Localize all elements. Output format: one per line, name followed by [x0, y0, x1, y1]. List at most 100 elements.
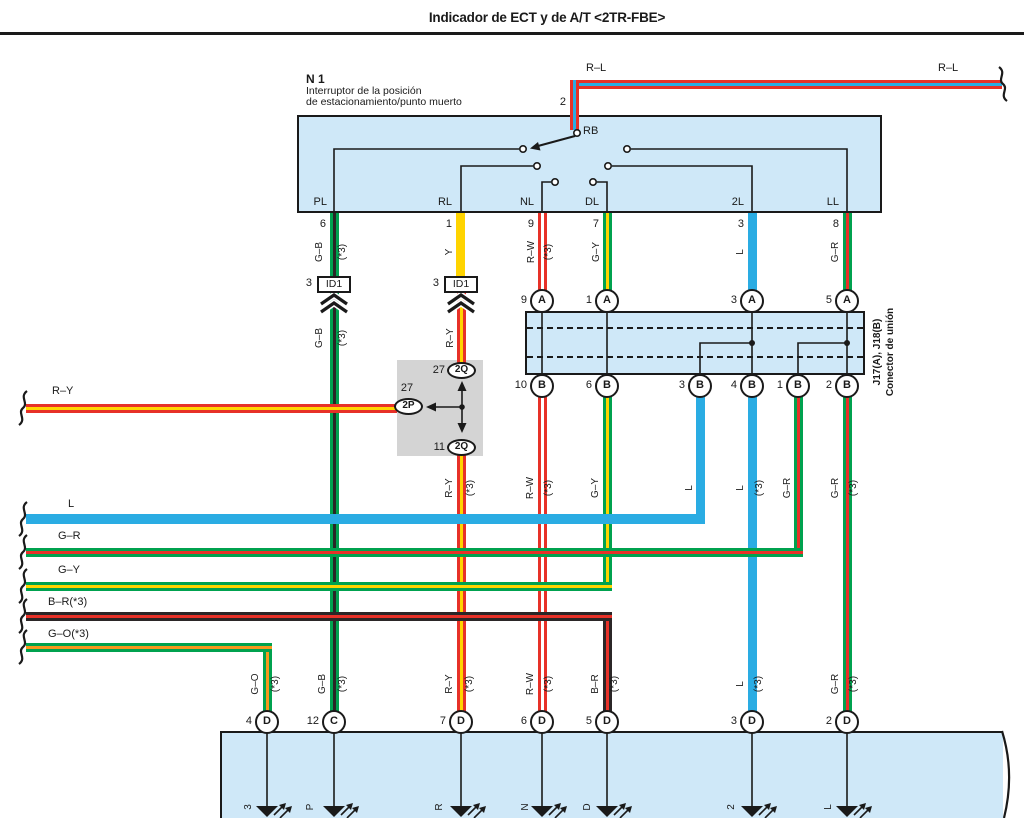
wire-rl-vertical — [570, 80, 579, 130]
n1-code: N 1 — [306, 72, 325, 86]
wire-label: G–B — [314, 328, 325, 349]
terminal-a-3: A — [740, 289, 764, 313]
junction-dashed-line-top — [527, 327, 863, 329]
n1-terminal-nl: NL — [519, 196, 534, 208]
n1-pin-1: 1 — [445, 218, 452, 230]
terminal-d-7: D — [449, 710, 473, 734]
junction-title: J17(A), J18(B) — [872, 318, 883, 386]
wire-label-gr-left: G–R — [58, 530, 81, 542]
led-label-r: R — [434, 803, 445, 811]
page-title: Indicador de ECT y de A/T <2TR-FBE> — [428, 10, 666, 25]
led-label-n: N — [520, 803, 531, 811]
wire-label: B–R — [590, 674, 601, 694]
pin-d-3: 3 — [730, 715, 737, 727]
pin-b-4: 4 — [730, 379, 737, 391]
id1-right-pin: 3 — [432, 277, 439, 289]
pin-2p: 27 — [400, 382, 414, 394]
n1-terminal-ll: LL — [826, 196, 839, 208]
wire-label-rl-right: R–L — [938, 62, 959, 74]
pin-d-2: 2 — [825, 715, 832, 727]
wire-gy-lower — [603, 397, 612, 591]
pin-2q-bottom: 11 — [433, 441, 445, 453]
id1-shield-chevrons — [319, 291, 476, 315]
wire-l-horizontal — [26, 514, 705, 524]
wire-label-ry-left: R–Y — [52, 385, 74, 397]
wire-label: G–O — [250, 673, 261, 695]
n1-desc-line1: Interruptor de la posición — [306, 85, 422, 97]
wire-label: L — [684, 485, 695, 491]
pin-a-9: 9 — [520, 294, 527, 306]
wire-label: L — [735, 681, 746, 687]
wire-ry-mid — [457, 292, 466, 363]
pin-a-3: 3 — [730, 294, 737, 306]
terminal-b-3: B — [688, 374, 712, 398]
n1-pin-8: 8 — [832, 218, 839, 230]
wire-label: L — [735, 249, 746, 255]
junction-connector-box — [525, 311, 865, 375]
terminal-a-5: A — [835, 289, 859, 313]
terminal-b-6: B — [595, 374, 619, 398]
terminal-d-5: D — [595, 710, 619, 734]
n1-pin-3: 3 — [737, 218, 744, 230]
junction-subtitle: Conector de unión — [885, 307, 896, 397]
terminal-d-3: D — [740, 710, 764, 734]
n1-terminal-2l: 2L — [731, 196, 744, 208]
pin-d-4: 4 — [245, 715, 252, 727]
wire-label: (*3) — [543, 675, 554, 693]
wire-label: G–R — [830, 477, 841, 499]
wire-label: L — [735, 485, 746, 491]
wire-label: R–Y — [445, 328, 456, 348]
led-label-l: L — [823, 804, 834, 810]
pin-c-12: 12 — [306, 715, 319, 727]
n1-pin-7: 7 — [592, 218, 599, 230]
wire-label: (*3) — [754, 479, 765, 497]
wire-rl-horizontal — [570, 80, 1002, 89]
meter-box-curved-edge — [1000, 730, 1011, 818]
wire-gr-1b — [794, 397, 803, 557]
terminal-c-12: C — [322, 710, 346, 734]
wire-label: R–W — [525, 672, 536, 696]
wire-label: (*3) — [465, 479, 476, 497]
wire-label: (*3) — [753, 675, 764, 693]
terminal-d-4: D — [255, 710, 279, 734]
wire-label: (*3) — [543, 243, 554, 261]
terminal-b-10: B — [530, 374, 554, 398]
terminal-a-9: A — [530, 289, 554, 313]
n1-pin-9: 9 — [527, 218, 534, 230]
connector-2p: 2P — [394, 398, 423, 415]
wire-label: G–B — [314, 242, 325, 263]
wire-label: (*3) — [848, 675, 859, 693]
wire-label: (*3) — [609, 675, 620, 693]
wire-label-rl-left: R–L — [586, 62, 607, 74]
n1-terminal-rl: RL — [437, 196, 452, 208]
pin-b-10: 10 — [514, 379, 527, 391]
id1-left-pin: 3 — [305, 277, 312, 289]
wire-gy-horizontal — [26, 582, 612, 591]
wire-ry-horizontal — [26, 404, 397, 413]
wire-label: R–Y — [444, 478, 455, 498]
wire-label-br-left: B–R(*3) — [48, 596, 88, 608]
connector-2q-bottom: 2Q — [447, 439, 476, 456]
wire-label: Y — [444, 248, 455, 256]
wire-gb-lower — [330, 292, 339, 712]
wire-label: G–R — [830, 673, 841, 695]
wire-br-vertical — [603, 612, 612, 712]
wire-label-gy-left: G–Y — [58, 564, 81, 576]
wire-label: G–B — [317, 674, 328, 695]
led-label-p: P — [305, 803, 316, 811]
wire-label-l-left: L — [68, 498, 75, 510]
pin-a-5: 5 — [825, 294, 832, 306]
pin-a-1: 1 — [585, 294, 592, 306]
pin-b-2: 2 — [825, 379, 832, 391]
wire-label: (*3) — [543, 479, 554, 497]
wire-rw-upper — [538, 213, 547, 291]
led-label-2: 2 — [726, 804, 737, 810]
wire-label: (*3) — [464, 675, 475, 693]
wire-gy-upper — [603, 213, 612, 291]
combination-meter-box — [220, 731, 1003, 818]
wire-l-upper — [748, 213, 757, 291]
wire-label: G–R — [782, 477, 793, 499]
terminal-b-2: B — [835, 374, 859, 398]
wire-label: R–W — [525, 476, 536, 500]
pin-b-3: 3 — [678, 379, 685, 391]
